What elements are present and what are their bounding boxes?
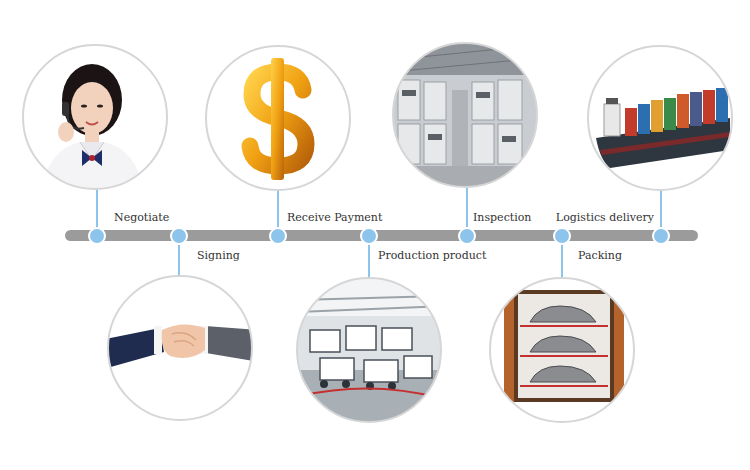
step-label: Inspection [472,211,532,224]
factory-picture [295,276,445,430]
step-label: Negotiate [113,211,170,224]
timeline-bar [65,230,698,241]
step-label: Production product [377,249,487,262]
container-picture [488,276,638,426]
handshake-picture [100,276,260,426]
step-label: Receive Payment [286,211,383,224]
timeline-dots [89,228,669,244]
dollar-sign-picture [200,40,360,200]
warehouse-picture [390,40,540,196]
support-agent-picture [20,40,170,200]
cargo-ship-picture [585,40,735,200]
step-label: Signing [196,249,241,262]
step-label: Packing [577,249,623,262]
step-label: Logistics delivery [555,211,655,224]
